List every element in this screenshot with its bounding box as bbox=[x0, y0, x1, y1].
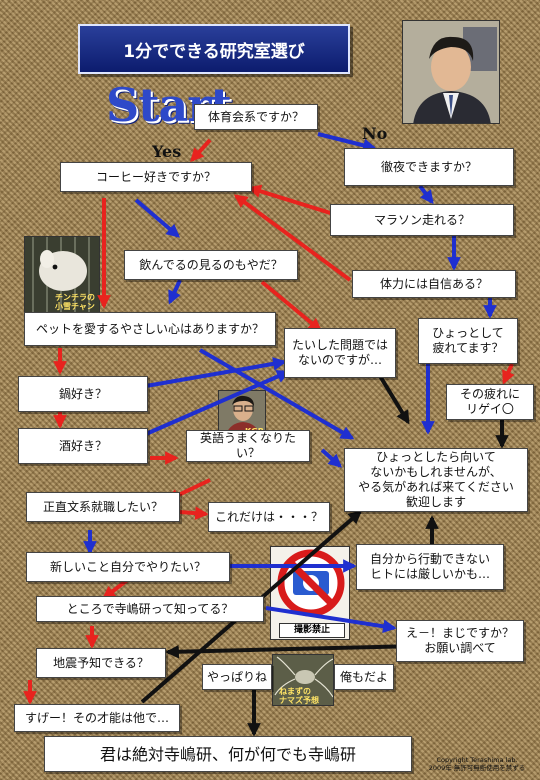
node-maybe-unsuitable: ひょっとしたら向いて ないかもしれませんが、 やる気があれば来てください 歓迎し… bbox=[344, 448, 528, 512]
node-sake: 酒好き？ bbox=[18, 428, 148, 464]
node-tired: ひょっとして 疲れてます？ bbox=[418, 318, 518, 364]
arrow-all-nighter-no bbox=[418, 184, 434, 205]
node-nabe: 鍋好き？ bbox=[18, 376, 148, 412]
arrow-know-lab-no bbox=[265, 606, 397, 634]
node-self-action: 自分から行動できない ヒトには厳しいかも… bbox=[356, 544, 504, 590]
arrow-really bbox=[165, 644, 417, 659]
arrow-stamina-yes bbox=[233, 194, 352, 282]
arrow-coffee-no bbox=[134, 198, 181, 238]
yes-label: Yes bbox=[152, 142, 182, 161]
node-know-lab: ところで寺嶋研って知ってる？ bbox=[36, 596, 264, 622]
arrow-tired-yes bbox=[502, 363, 515, 385]
arrow-sake-no bbox=[145, 370, 291, 436]
arrow-english-no bbox=[320, 448, 343, 468]
arrow-not-a-problem bbox=[378, 374, 410, 425]
arrow-honest-yes bbox=[179, 506, 209, 520]
node-only-this: これだけは・・・？ bbox=[208, 502, 330, 532]
node-earthquake: 地震予知できる？ bbox=[36, 648, 166, 678]
node-stamina: 体力には自信ある？ bbox=[352, 270, 516, 298]
no-label: No bbox=[362, 124, 388, 143]
node-tiredness-reason: その疲れに リゲイ〇 bbox=[446, 384, 534, 420]
arrow-nabe-no bbox=[145, 357, 287, 388]
node-not-a-problem: たいした問題では ないのですが… bbox=[284, 328, 396, 378]
node-something-new: 新しいこと自分でやりたい？ bbox=[26, 552, 230, 582]
chinchilla-caption: チンチラの 小雪チャン bbox=[55, 293, 95, 311]
node-english: 英語うまくなりたい？ bbox=[186, 430, 310, 462]
node-really: え－！まじですか？ お願い調べて bbox=[396, 620, 524, 662]
arrow-pets-no bbox=[198, 348, 355, 440]
copyright-notice: Copyright Terashima lab. 2009年 無許可無断使用を禁… bbox=[428, 756, 526, 772]
catfish-photo: ねまずの ナマズ予想 bbox=[272, 654, 334, 706]
arrow-sports-no bbox=[317, 132, 377, 152]
node-pets: ペットを愛するやさしい心はありますか？ bbox=[24, 312, 276, 346]
node-all-nighter: 徹夜できますか？ bbox=[344, 148, 514, 186]
arrow-drink-yes bbox=[260, 280, 323, 332]
node-coffee: コーヒー好きですか？ bbox=[60, 162, 252, 192]
node-drink-watch: 飲んでるの見るのもやだ？ bbox=[124, 250, 298, 280]
node-talent: すげー！その才能は他で… bbox=[14, 704, 180, 732]
professor-photo bbox=[402, 20, 500, 124]
node-final: 君は絶対寺嶋研、何が何でも寺嶋研 bbox=[44, 736, 412, 772]
chinchilla-photo: チンチラの 小雪チャン bbox=[24, 236, 100, 314]
page-title: 1分でできる研究室選び bbox=[78, 24, 350, 74]
node-sports: 体育会系ですか？ bbox=[194, 104, 318, 130]
arrow-marathon-yes bbox=[247, 184, 341, 218]
node-after-all: やっぱりね bbox=[202, 664, 272, 690]
catfish-caption: ねまずの ナマズ予想 bbox=[279, 687, 319, 705]
node-me-too: 俺もだよ bbox=[334, 664, 394, 690]
no-photo-caption: 撮影禁止 bbox=[279, 623, 345, 638]
arrow-sports-yes bbox=[190, 138, 212, 163]
node-honest-job: 正直文系就職したい？ bbox=[26, 492, 180, 522]
node-marathon: マラソン走れる？ bbox=[330, 204, 514, 236]
arrow-drink-no bbox=[168, 279, 182, 305]
